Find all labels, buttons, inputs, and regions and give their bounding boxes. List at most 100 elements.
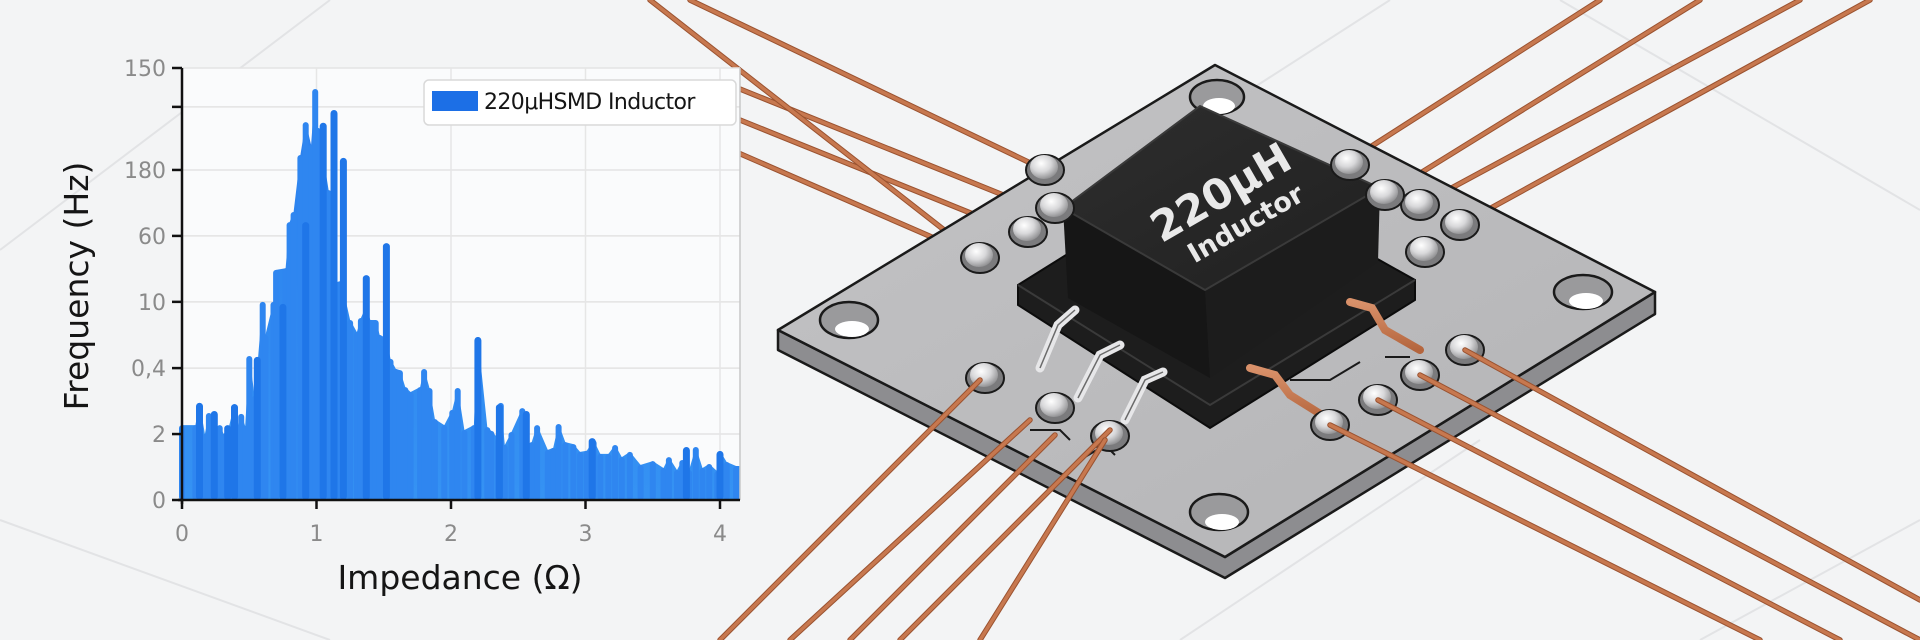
- copper-leads: [1246, 298, 1424, 424]
- series-bar: [297, 155, 304, 500]
- series-bar: [570, 444, 577, 500]
- y-tick-label: 10: [138, 291, 166, 316]
- series-bar: [508, 432, 515, 500]
- series-spike: [495, 404, 503, 500]
- series-bar: [402, 387, 409, 500]
- copper-wire-highlight: [848, 433, 1057, 640]
- series-bar: [262, 335, 269, 500]
- series-spike: [231, 404, 238, 500]
- data-spikes: [196, 110, 724, 500]
- y-tick-label: 2: [152, 423, 166, 448]
- x-tick-label: 0: [175, 522, 189, 547]
- series-bar: [376, 335, 383, 500]
- series-bar: [449, 409, 456, 500]
- series-bar: [431, 419, 438, 500]
- copper-wire-highlight: [688, 0, 1047, 172]
- copper-wire-highlight: [978, 438, 1107, 640]
- series-bar: [674, 470, 680, 500]
- series-bar: [649, 461, 656, 500]
- legend: 220μHSMD Inductor: [423, 79, 737, 126]
- series-spike: [330, 110, 338, 500]
- series-bar: [347, 320, 354, 500]
- series-bar: [290, 212, 297, 500]
- mounting-hole-icon: [818, 300, 880, 340]
- series-spike: [588, 438, 596, 500]
- inductor-component: 220μH Inductor: [1017, 105, 1424, 430]
- solder-joint: [1445, 210, 1473, 234]
- copper-wire-highlight: [1418, 0, 1802, 207]
- x-tick-label: 1: [310, 522, 324, 547]
- copper-wire-highlight: [648, 0, 982, 260]
- series-spike: [279, 303, 287, 500]
- series-spike: [382, 243, 390, 500]
- series-bar: [660, 468, 667, 500]
- solder-joint: [1013, 217, 1041, 241]
- series-spike: [302, 222, 310, 500]
- y-tick-label: 150: [124, 57, 166, 82]
- series-bar: [273, 269, 280, 500]
- inductor-top-face: [1062, 105, 1381, 291]
- series-bar: [426, 388, 433, 500]
- solder-joint: [1335, 150, 1363, 174]
- inductor-right-face: [1205, 188, 1380, 378]
- mounting-hole-icon: [1552, 273, 1614, 311]
- mounting-hole-icon: [1188, 492, 1250, 532]
- series-bar: [461, 430, 468, 500]
- series-spike: [210, 411, 218, 500]
- y-axis-title: Frequency (Hz): [57, 162, 96, 411]
- series-bar: [618, 457, 625, 500]
- copper-wire-highlight: [1458, 0, 1872, 227]
- solder-joint: [965, 243, 993, 267]
- series-bar: [357, 318, 364, 500]
- series-bar: [407, 392, 414, 500]
- series-bar: [723, 462, 730, 500]
- copper-wire-highlight: [1328, 423, 1762, 640]
- series-bar: [246, 356, 253, 500]
- series-spike: [474, 337, 482, 500]
- series-bar: [454, 388, 461, 500]
- series-spike: [522, 411, 530, 500]
- series-bar: [626, 451, 633, 500]
- copper-wire-highlight: [788, 418, 1032, 640]
- y-tick-label: 0,4: [131, 357, 166, 382]
- x-tick-label: 2: [444, 522, 458, 547]
- series-bar: [692, 447, 699, 500]
- series-spike: [362, 275, 370, 500]
- solder-joint: [1040, 393, 1068, 417]
- series-bar: [612, 445, 619, 500]
- copper-wires-front: [717, 347, 1920, 640]
- copper-wire-highlight: [1383, 0, 1702, 197]
- series-spike: [253, 356, 261, 500]
- copper-wire-highlight: [1376, 398, 1842, 640]
- solder-joint: [1410, 237, 1438, 261]
- y-tick-label: 60: [138, 225, 166, 250]
- copper-wire-highlight: [728, 83, 1030, 207]
- series-bar: [597, 453, 604, 500]
- series-spike: [716, 451, 724, 500]
- series-bar: [577, 451, 584, 500]
- copper-wire-highlight: [898, 428, 1112, 640]
- series-bar: [421, 369, 428, 500]
- legend-swatch: [432, 91, 478, 111]
- series-bar: [528, 442, 535, 500]
- copper-wire-highlight: [1463, 348, 1920, 602]
- series-bar: [699, 468, 706, 500]
- copper-wire-highlight: [1348, 0, 1602, 162]
- series-bar: [550, 447, 557, 500]
- series-bar: [488, 430, 495, 500]
- series-bar: [605, 453, 612, 500]
- y-tick-label: 0: [152, 489, 166, 514]
- series-bar: [583, 450, 590, 500]
- series-bar: [562, 442, 569, 500]
- series-bar: [637, 464, 644, 500]
- solder-joint: [1370, 180, 1398, 204]
- series-bar: [534, 425, 541, 500]
- series-bar: [555, 424, 562, 500]
- series-bar: [441, 425, 448, 500]
- series-bar: [665, 457, 672, 500]
